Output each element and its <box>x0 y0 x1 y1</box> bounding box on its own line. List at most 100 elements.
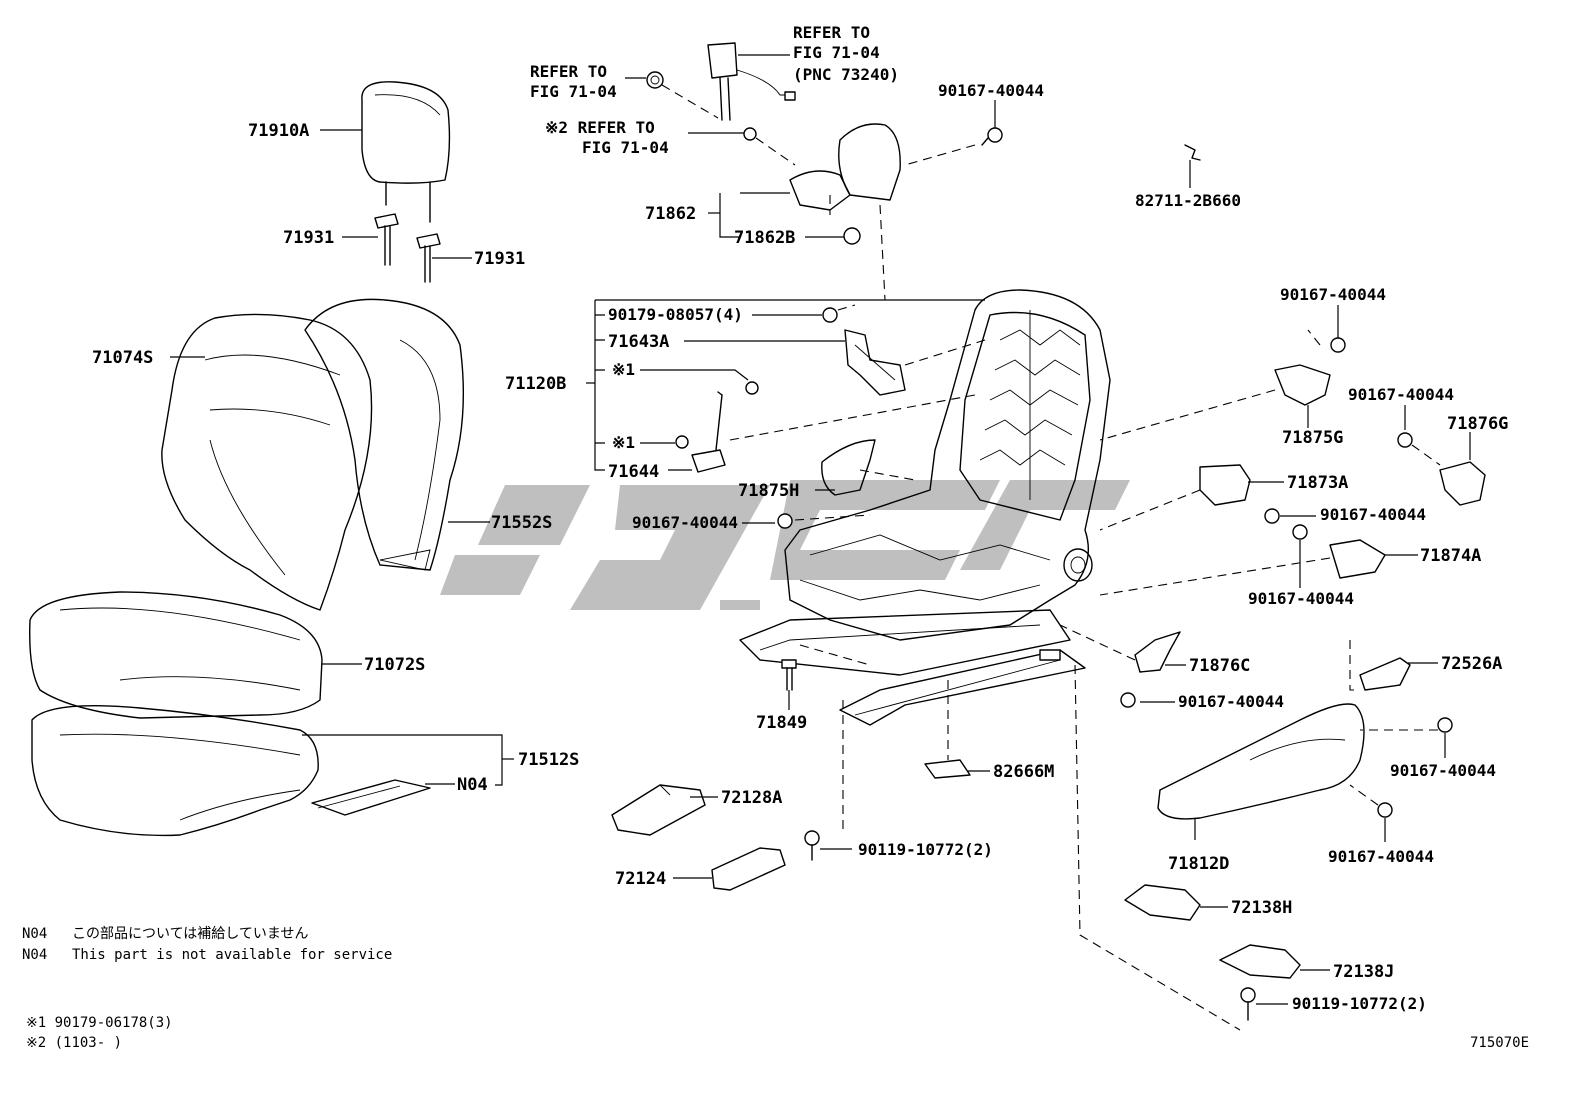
label-mark1-b: ※1 <box>612 433 635 452</box>
label-72138H: 72138H <box>1231 898 1292 918</box>
label-71072S: 71072S <box>364 655 425 675</box>
note-mark1: ※1 90179-06178(3) <box>26 1015 173 1031</box>
label-71849: 71849 <box>756 713 807 733</box>
label-82666M: 82666M <box>993 762 1054 782</box>
watermark-logo <box>440 480 1130 610</box>
label-refer-top-2: FIG 71-04 <box>793 43 880 62</box>
note-n04-jp-text: この部品については補給していません <box>72 926 308 942</box>
clip-82666M-part <box>924 759 971 779</box>
label-71931-right: 71931 <box>474 249 525 269</box>
label-90167-top: 90167-40044 <box>938 81 1044 100</box>
washer-part <box>743 127 757 141</box>
bolt-r3-part <box>1264 508 1280 524</box>
label-82711: 82711-2B660 <box>1135 191 1241 210</box>
cover-71873A-part <box>1199 464 1251 506</box>
bolt-90119-a-part <box>804 830 820 861</box>
nut-part-group <box>822 307 838 323</box>
label-71875G: 71875G <box>1282 428 1343 448</box>
seatback-pad-part <box>304 298 465 571</box>
label-71074S: 71074S <box>92 348 153 368</box>
bolt-r5-part <box>1120 692 1136 708</box>
label-90179-08057: 90179-08057(4) <box>608 305 743 324</box>
latch-part <box>691 391 726 473</box>
label-mark1-a: ※1 <box>612 360 635 379</box>
label-71644: 71644 <box>608 462 659 482</box>
cover-71876C-part <box>1134 631 1181 673</box>
label-90167-r6: 90167-40044 <box>1390 761 1496 780</box>
label-90119-b: 90119-10772(2) <box>1292 994 1427 1013</box>
hook-clip-part <box>1184 144 1201 161</box>
label-90167-r1: 90167-40044 <box>1280 285 1386 304</box>
label-71512S: 71512S <box>518 750 579 770</box>
bolt-r7-part <box>1377 802 1393 818</box>
label-72526A: 72526A <box>1441 654 1502 674</box>
cover-72128A-part <box>611 784 706 836</box>
label-71931-left: 71931 <box>283 228 334 248</box>
label-72138J: 72138J <box>1333 962 1394 982</box>
label-71552S: 71552S <box>491 513 552 533</box>
upper-shield-part <box>789 123 901 211</box>
label-90167-r3: 90167-40044 <box>1320 505 1426 524</box>
seat-cushion-pad-part <box>31 705 319 837</box>
cover-72124-part <box>711 847 786 891</box>
label-72124: 72124 <box>615 869 666 889</box>
label-71874A: 71874A <box>1420 546 1481 566</box>
nut-mark1b-part <box>675 435 689 449</box>
seatback-cover-part <box>161 313 373 611</box>
label-71120B: 71120B <box>505 374 566 394</box>
label-71910A: 71910A <box>248 121 309 141</box>
label-refer-left-2: FIG 71-04 <box>530 82 617 101</box>
label-71812D: 71812D <box>1168 854 1229 874</box>
label-71862B: 71862B <box>734 228 795 248</box>
seat-track-part <box>739 609 1086 726</box>
cover-72526A-part <box>1359 657 1411 691</box>
note-mark2: ※2 (1103- ) <box>26 1035 122 1051</box>
label-71876G: 71876G <box>1447 414 1508 434</box>
bracket-72138H-part <box>1124 884 1201 921</box>
bolt-r4-part <box>1292 524 1308 540</box>
label-71643A: 71643A <box>608 332 669 352</box>
side-shield-71812D-part <box>1157 703 1365 820</box>
recliner-bracket-part <box>844 329 906 396</box>
bolt-r2-part <box>1397 432 1413 448</box>
label-72128A: 72128A <box>721 788 782 808</box>
nut-mark1-part <box>745 381 759 395</box>
label-71876C: 71876C <box>1189 656 1250 676</box>
label-71862: 71862 <box>645 204 696 224</box>
label-90167-r5: 90167-40044 <box>1178 692 1284 711</box>
pin-71849-part <box>781 659 797 691</box>
label-71873A: 71873A <box>1287 473 1348 493</box>
label-90167-r7: 90167-40044 <box>1328 847 1434 866</box>
clip-part <box>843 227 861 245</box>
note-n04-en-code: N04 <box>22 947 47 963</box>
label-refer-mid-1: ※2 REFER TO <box>545 118 655 137</box>
cover-71875H-part <box>821 439 876 496</box>
label-90167-r2: 90167-40044 <box>1348 385 1454 404</box>
seatbelt-buckle-part <box>707 42 796 121</box>
bolt-part-top <box>981 127 1003 146</box>
label-90119-a: 90119-10772(2) <box>858 840 993 859</box>
figure-code: 715070E <box>1470 1035 1529 1051</box>
label-refer-top-3: (PNC 73240) <box>793 65 899 84</box>
cover-71876G-part <box>1439 461 1486 506</box>
cover-71875G-part <box>1274 364 1331 406</box>
label-refer-mid-2: FIG 71-04 <box>582 138 669 157</box>
headrest-part <box>361 81 451 223</box>
cover-71874A-part <box>1329 539 1386 579</box>
note-n04-en-text: This part is not available for service <box>72 947 392 963</box>
note-n04-jp-code: N04 <box>22 926 47 942</box>
label-refer-left-1: REFER TO <box>530 62 607 81</box>
bracket-72138J-part <box>1219 944 1301 979</box>
label-71875H: 71875H <box>738 481 799 501</box>
bolt-90119-b-part <box>1240 987 1256 1021</box>
label-refer-top-1: REFER TO <box>793 23 870 42</box>
label-N04: N04 <box>457 775 488 795</box>
headrest-guide-parts <box>374 213 441 283</box>
bolt-r1-part <box>1330 337 1346 353</box>
seat-cushion-cover-part <box>29 591 323 719</box>
bolt-r6-part <box>1437 717 1453 733</box>
label-90167-mid: 90167-40044 <box>632 513 738 532</box>
label-90167-r4: 90167-40044 <box>1248 589 1354 608</box>
bolt-part-mid <box>777 513 793 529</box>
